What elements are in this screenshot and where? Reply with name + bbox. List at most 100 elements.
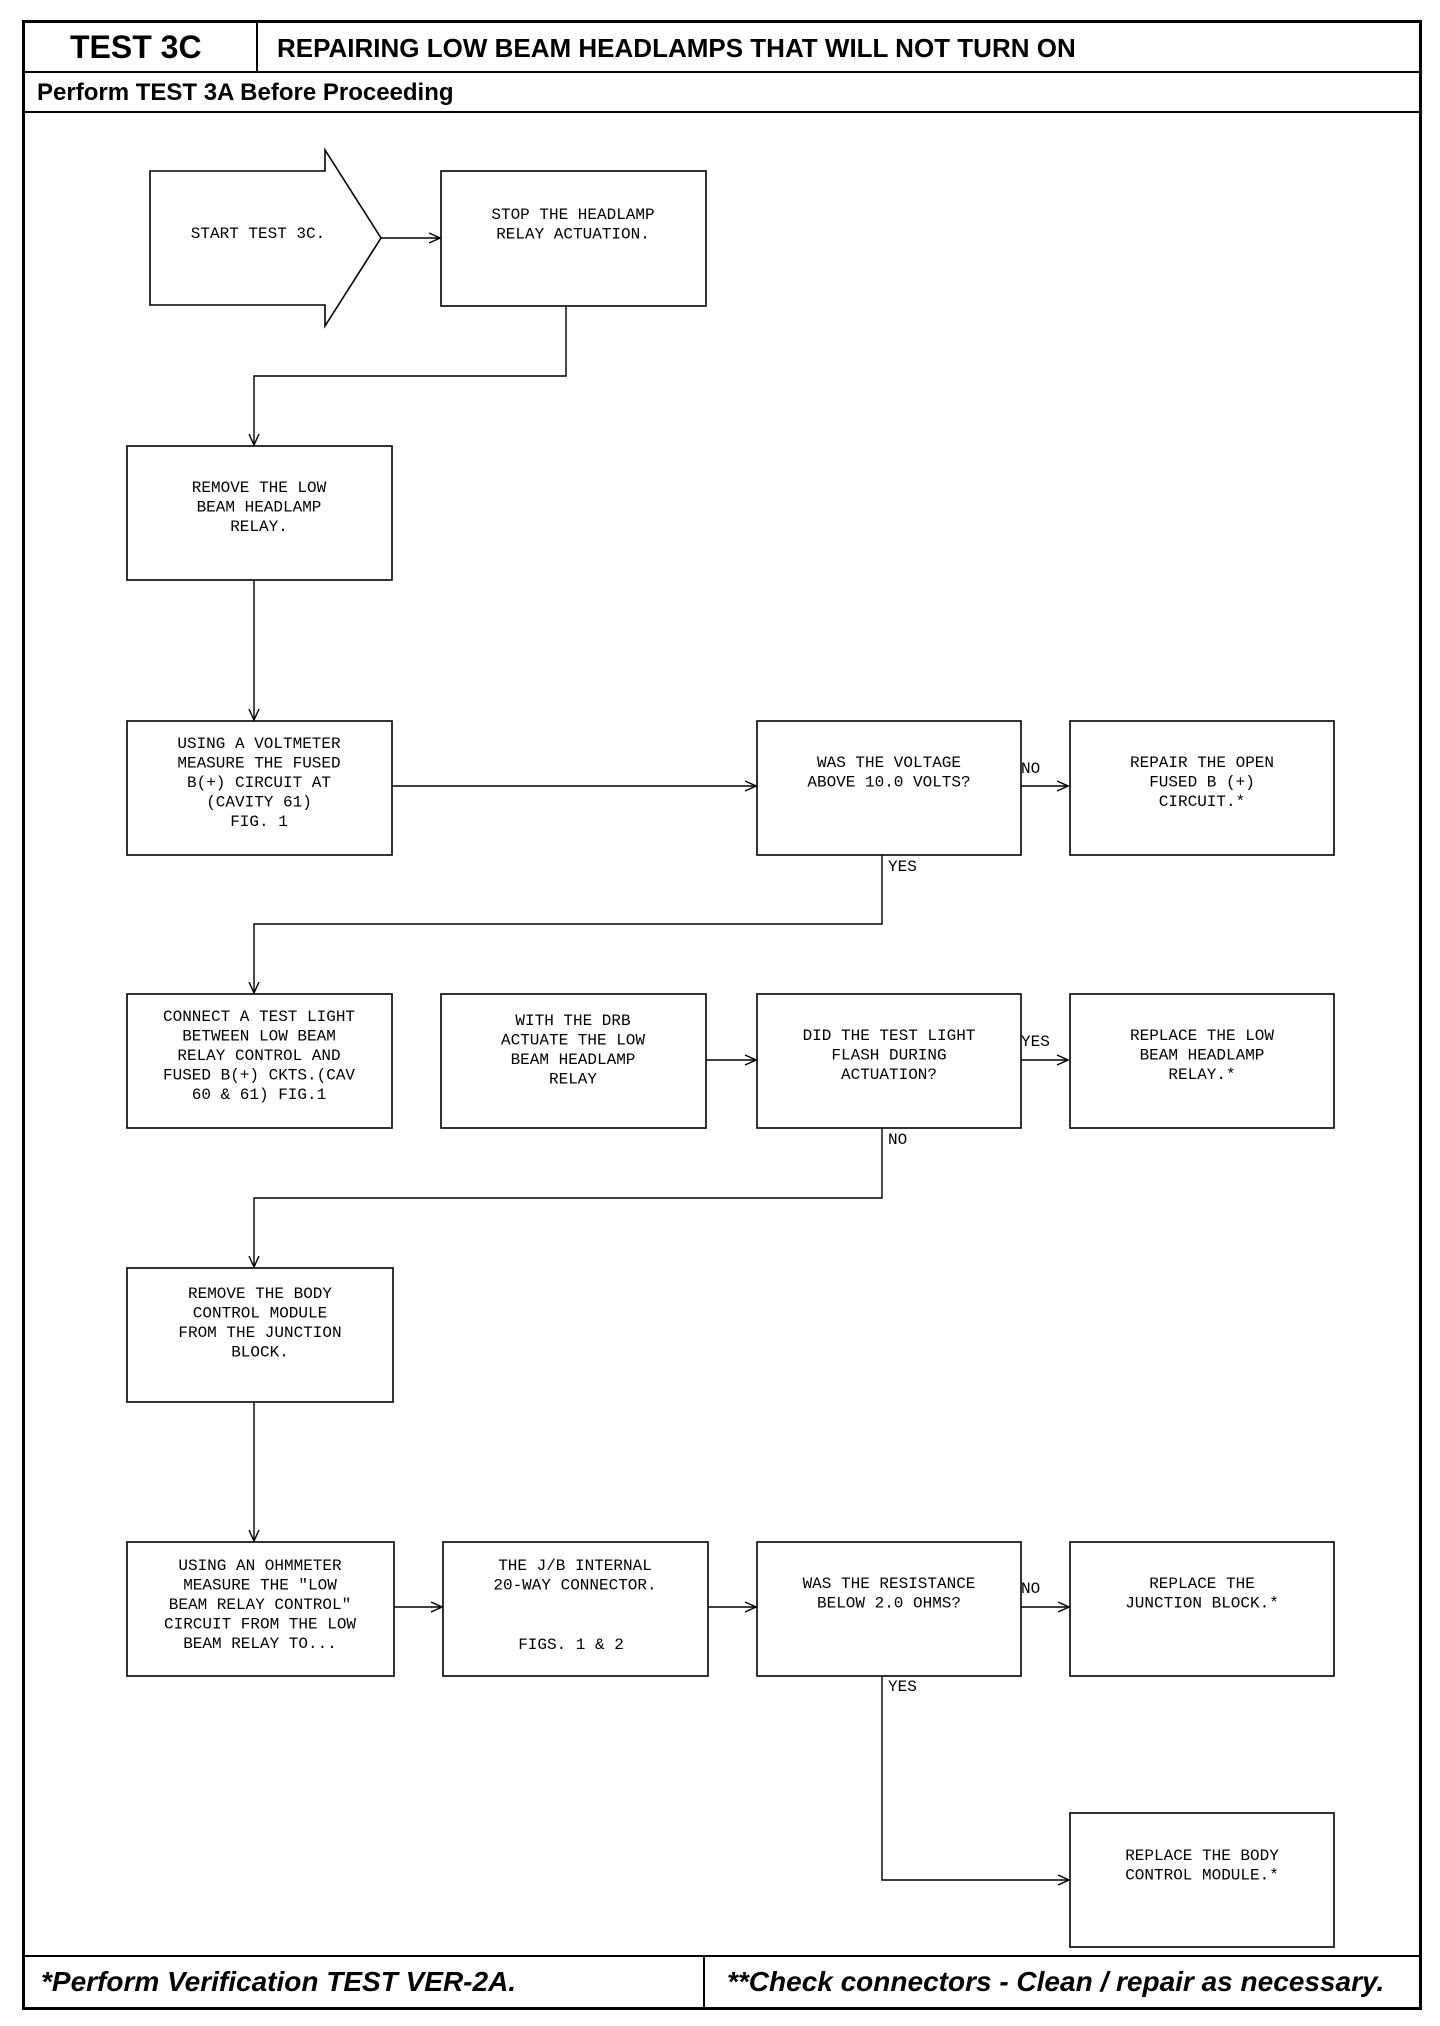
box-line: FUSED B (+) [1149, 774, 1255, 792]
jb-connector-text: THE J/B INTERNAL 20-WAY CONNECTOR. [493, 1557, 656, 1595]
box-line: BEAM HEADLAMP [511, 1051, 636, 1069]
flow-connectors [254, 238, 1069, 1880]
box-line: BETWEEN LOW BEAM [182, 1028, 336, 1046]
box-line: ACTUATE THE LOW [501, 1032, 645, 1050]
arrow-stop-to-remove-relay [254, 306, 567, 445]
voltage-question-text: WAS THE VOLTAGE ABOVE 10.0 VOLTS? [807, 754, 970, 792]
box-connect-light [126, 993, 393, 1129]
box-line: 60 & 61) FIG.1 [192, 1086, 326, 1104]
box-drb-actuate [440, 993, 707, 1129]
box-replace-bcm [1069, 1812, 1335, 1948]
box-line: REMOVE THE BODY [188, 1285, 332, 1303]
box-voltage-question [756, 720, 1022, 856]
page-title: REPAIRING LOW BEAM HEADLAMPS THAT WILL N… [277, 33, 1076, 63]
box-line: DID THE TEST LIGHT [803, 1027, 976, 1045]
box-repair-open [1069, 720, 1335, 856]
replace-bcm-text: REPLACE THE BODY CONTROL MODULE.* [1125, 1847, 1279, 1885]
box-line: ACTUATION? [841, 1066, 937, 1084]
box-jb-connector [442, 1541, 709, 1677]
box-ohmmeter [126, 1541, 395, 1677]
footer-verification-note: *Perform Verification TEST VER-2A. [25, 1957, 705, 2007]
box-resistance-question [756, 1541, 1022, 1677]
test-id: TEST 3C [25, 23, 258, 71]
box-line: CONNECT A TEST LIGHT [163, 1008, 355, 1026]
box-line: RELAY.* [1168, 1066, 1235, 1084]
box-line: (CAVITY 61) [206, 794, 312, 812]
box-line: BLOCK. [231, 1344, 289, 1362]
prerequisite-note: Perform TEST 3A Before Proceeding [25, 73, 1419, 113]
box-line: THE J/B INTERNAL [498, 1557, 652, 1575]
box-line: MEASURE THE FUSED [177, 755, 340, 773]
box-line: JUNCTION BLOCK.* [1125, 1595, 1279, 1613]
box-line: WAS THE RESISTANCE [803, 1575, 976, 1593]
box-line: RELAY CONTROL AND [177, 1047, 340, 1065]
resistance-question-text: WAS THE RESISTANCE BELOW 2.0 OHMS? [803, 1575, 976, 1613]
repair-open-text: REPAIR THE OPEN FUSED B (+)CIRCUIT.* [1130, 754, 1274, 811]
box-line: WITH THE DRB [515, 1012, 630, 1030]
box-line: BELOW 2.0 OHMS? [817, 1595, 961, 1613]
start-text: START TEST 3C. [191, 225, 325, 243]
box-replace-jb [1069, 1541, 1335, 1677]
label-resistance-no: NO [1021, 1580, 1040, 1598]
document-page: TEST 3C REPAIRING LOW BEAM HEADLAMPS THA… [22, 20, 1422, 2010]
box-line: USING AN OHMMETER [178, 1557, 342, 1575]
label-voltage-yes: YES [888, 858, 917, 876]
box-line: USING A VOLTMETER [177, 735, 341, 753]
label-resistance-yes: YES [888, 1678, 917, 1696]
box-flash-question [756, 993, 1022, 1129]
label-flash-no: NO [888, 1131, 907, 1149]
arrow-flash-no [254, 1128, 883, 1267]
box-line: STOP THE HEADLAMP [491, 206, 654, 224]
box-line: 20-WAY CONNECTOR. [493, 1577, 656, 1595]
jb-figs-text: FIGS. 1 & 2 [518, 1636, 624, 1654]
replace-jb-text: REPLACE THE JUNCTION BLOCK.* [1125, 1575, 1279, 1613]
box-line: BEAM RELAY CONTROL" [169, 1596, 351, 1614]
box-line: REPLACE THE BODY [1125, 1847, 1279, 1865]
box-line: B(+) CIRCUIT AT [187, 774, 331, 792]
start-arrow-shape [149, 147, 382, 329]
box-line: CONTROL MODULE.* [1125, 1867, 1279, 1885]
stop-relay-text: STOP THE HEADLAMP RELAY ACTUATION. [491, 206, 654, 244]
box-line: MEASURE THE "LOW [183, 1577, 337, 1595]
box-line: BEAM HEADLAMP [197, 499, 322, 517]
box-line: REPLACE THE [1149, 1575, 1255, 1593]
box-line: FIGS. 1 & 2 [518, 1636, 624, 1654]
header-bar: TEST 3C REPAIRING LOW BEAM HEADLAMPS THA… [25, 23, 1419, 73]
box-line: FIG. 1 [230, 813, 288, 831]
box-line: REMOVE THE LOW [192, 479, 327, 497]
box-line: RELAY. [230, 518, 288, 536]
box-line: REPLACE THE LOW [1130, 1027, 1274, 1045]
box-line: RELAY ACTUATION. [496, 226, 650, 244]
arrow-resistance-yes [881, 1675, 1069, 1880]
box-remove-bcm [126, 1267, 394, 1403]
box-line: FLASH DURING [831, 1047, 946, 1065]
box-voltmeter [126, 720, 393, 856]
box-line: RELAY [549, 1071, 597, 1089]
box-line: BEAM RELAY TO... [183, 1635, 337, 1653]
box-line: CIRCUIT.* [1159, 793, 1245, 811]
box-remove-relay [126, 445, 393, 581]
box-line: FUSED B(+) CKTS.(CAV [163, 1067, 355, 1085]
footer-connector-note: **Check connectors - Clean / repair as n… [727, 1966, 1385, 1997]
arrow-voltage-yes [254, 854, 883, 993]
footer-bar: *Perform Verification TEST VER-2A. **Che… [25, 1955, 1419, 2007]
box-line: ABOVE 10.0 VOLTS? [807, 774, 970, 792]
box-stop-relay [440, 170, 707, 307]
box-line: WAS THE VOLTAGE [817, 754, 961, 772]
box-line: BEAM HEADLAMP [1140, 1047, 1265, 1065]
box-line: FROM THE JUNCTION [178, 1324, 341, 1342]
box-line: CONTROL MODULE [193, 1305, 327, 1323]
box-line: REPAIR THE OPEN [1130, 754, 1274, 772]
box-line: CIRCUIT FROM THE LOW [164, 1616, 356, 1634]
label-voltage-no: NO [1021, 760, 1040, 778]
box-replace-relay [1069, 993, 1335, 1129]
label-flash-yes: YES [1021, 1033, 1050, 1051]
